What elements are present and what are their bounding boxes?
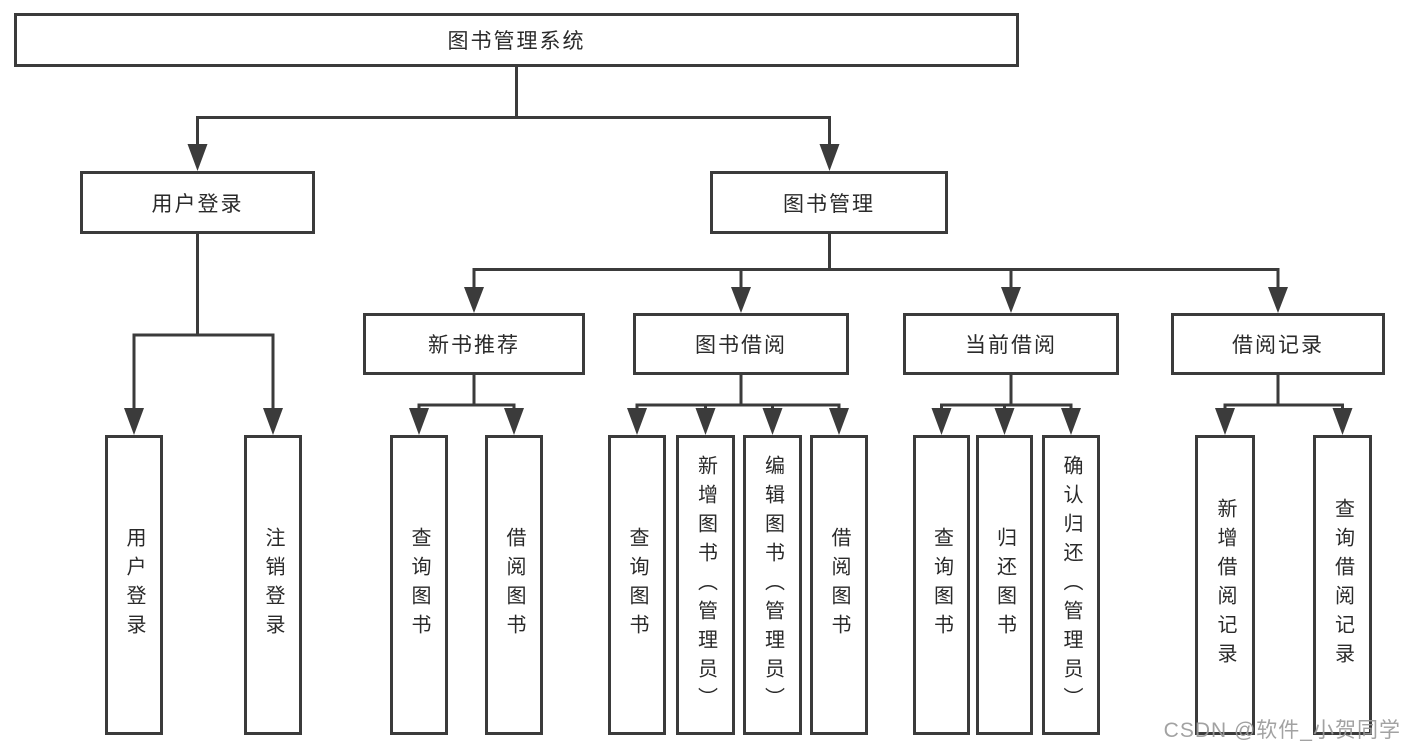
leaf-add-borrow-record: 新增借阅记录: [1195, 435, 1255, 735]
leaf-add-book-admin-label: 新增图书（管理员）: [694, 454, 717, 716]
leaf-borrow-books: 借阅图书: [810, 435, 868, 735]
leaf-confirm-return-admin-label: 确认归还（管理员）: [1060, 454, 1082, 716]
leaf-return-book-label: 归还图书: [993, 527, 1016, 643]
node-library-management-system: 图书管理系统: [14, 13, 1019, 67]
leaf-return-book: 归还图书: [976, 435, 1033, 735]
leaf-query-books-current: 查询图书: [913, 435, 970, 735]
node-new-book-recommend: 新书推荐: [363, 313, 585, 375]
leaf-edit-book-admin: 编辑图书（管理员）: [743, 435, 802, 735]
leaf-user-login: 用户登录: [105, 435, 163, 735]
leaf-borrow-books-label: 借阅图书: [828, 527, 850, 643]
leaf-borrow-books-recommend: 借阅图书: [485, 435, 543, 735]
leaf-user-login-label: 用户登录: [123, 527, 145, 643]
leaf-add-borrow-record-label: 新增借阅记录: [1214, 498, 1236, 672]
leaf-logout-label: 注销登录: [262, 527, 284, 643]
leaf-borrow-books-recommend-label: 借阅图书: [503, 527, 525, 643]
leaf-query-books-recommend: 查询图书: [390, 435, 448, 735]
leaf-edit-book-admin-label: 编辑图书（管理员）: [761, 454, 784, 716]
node-current-borrow: 当前借阅: [903, 313, 1119, 375]
leaf-query-books-borrow-label: 查询图书: [626, 527, 648, 643]
node-user-login: 用户登录: [80, 171, 315, 234]
leaf-query-books-borrow: 查询图书: [608, 435, 666, 735]
leaf-query-books-current-label: 查询图书: [930, 527, 953, 643]
leaf-logout: 注销登录: [244, 435, 302, 735]
node-borrow-records: 借阅记录: [1171, 313, 1385, 375]
node-book-management: 图书管理: [710, 171, 948, 234]
leaf-query-borrow-record-label: 查询借阅记录: [1331, 498, 1354, 672]
leaf-confirm-return-admin: 确认归还（管理员）: [1042, 435, 1100, 735]
node-book-borrow: 图书借阅: [633, 313, 849, 375]
leaf-query-books-recommend-label: 查询图书: [408, 527, 430, 643]
csdn-watermark: CSDN @软件_小贺同学: [1163, 719, 1401, 742]
leaf-add-book-admin: 新增图书（管理员）: [676, 435, 735, 735]
leaf-query-borrow-record: 查询借阅记录: [1313, 435, 1372, 735]
